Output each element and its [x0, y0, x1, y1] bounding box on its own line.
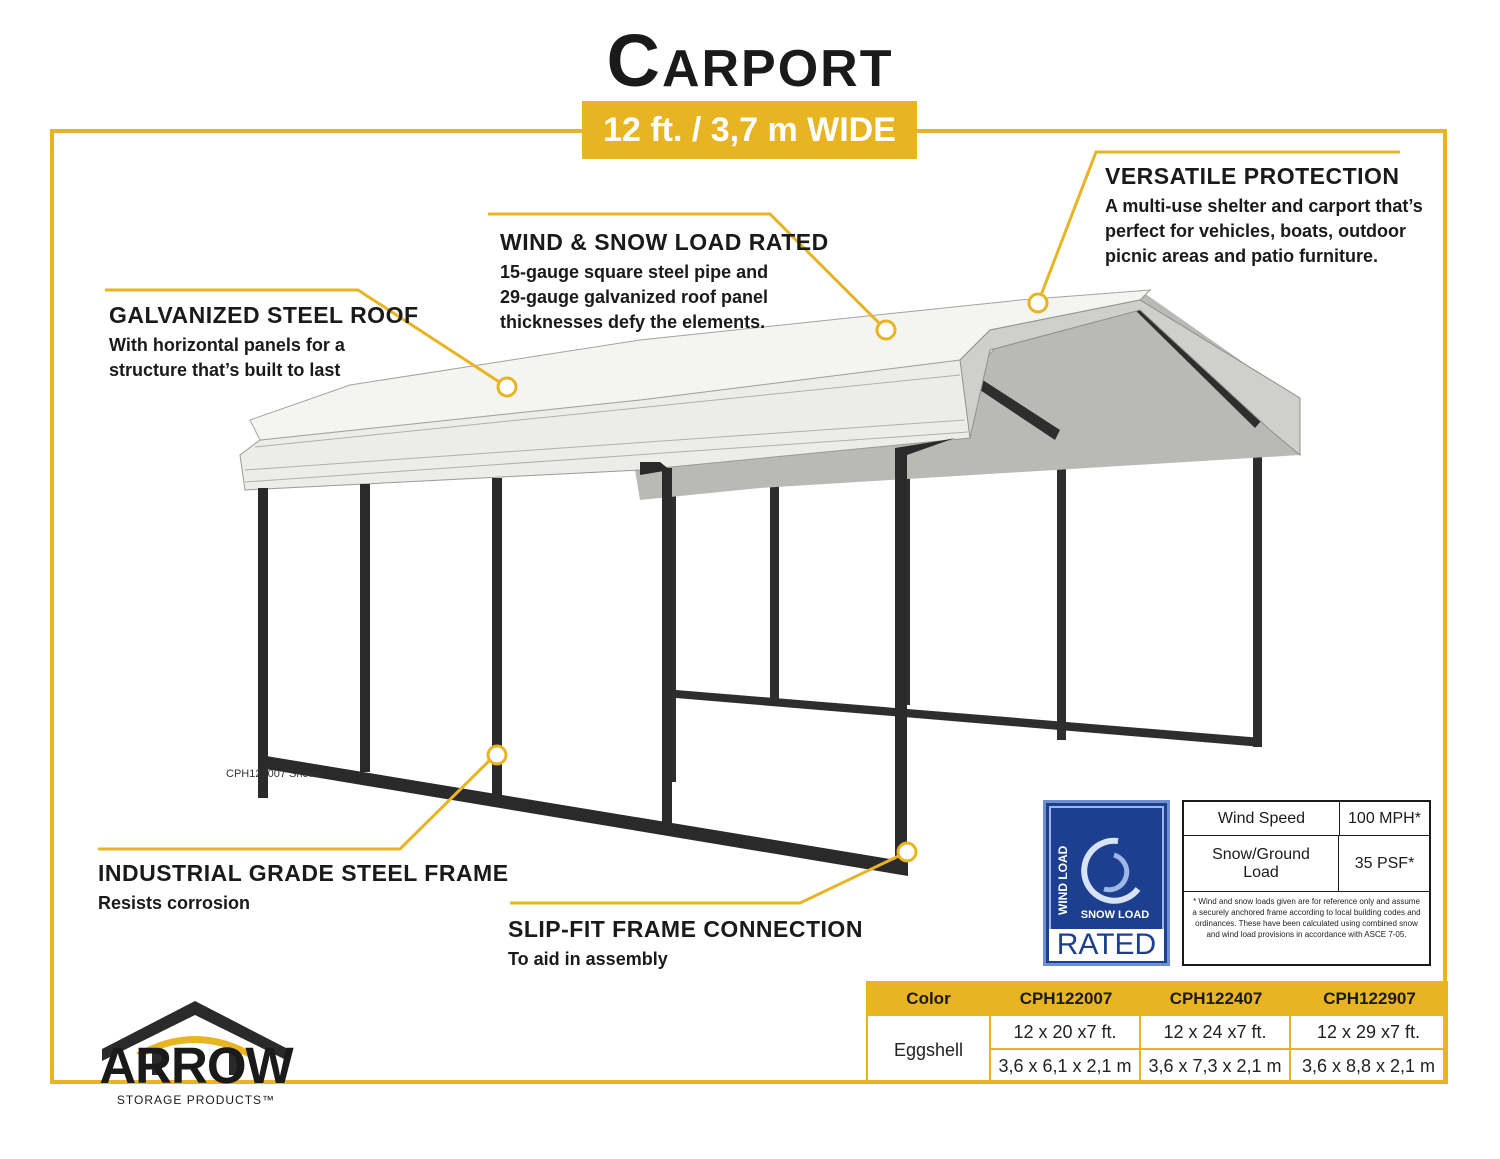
callout-roof-line: With horizontal panels for a	[109, 335, 345, 355]
header-color: Color	[906, 989, 951, 1008]
badge-wind-text: WIND LOAD	[1056, 845, 1070, 915]
imperial-size-2: 12 x 24 x7 ft.	[1141, 1016, 1291, 1050]
roof-top	[249, 289, 1152, 441]
callout-frame-title: INDUSTRIAL GRADE STEEL FRAME	[98, 860, 509, 886]
metric-size-2: 3,6 x 7,3 x 2,1 m	[1141, 1050, 1291, 1084]
callout-roof: GALVANIZED STEEL ROOF With horizontal pa…	[109, 302, 419, 383]
callout-frame: INDUSTRIAL GRADE STEEL FRAME Resists cor…	[98, 860, 509, 916]
badge-snow-text: SNOW LOAD	[1080, 909, 1150, 921]
callout-frame-line: Resists corrosion	[98, 893, 251, 913]
callout-slipfit-title: SLIP-FIT FRAME CONNECTION	[508, 916, 863, 942]
roof-corrugation	[244, 374, 969, 483]
callout-leaders	[98, 150, 1400, 905]
roof-end-gable	[959, 299, 1301, 457]
wind-speed-value: 100 MPH*	[1348, 809, 1421, 827]
arrow-house-logo-icon	[102, 1001, 288, 1075]
page-title: Carport	[606, 19, 894, 102]
metric-size-1: 3,6 x 6,1 x 2,1 m	[991, 1050, 1141, 1084]
front-frame	[258, 438, 955, 876]
rafters	[965, 300, 1262, 440]
size-table-header: Color CPH122007 CPH122407 CPH122907	[866, 981, 1448, 1016]
callout-wind-snow-line: 15-gauge square steel pipe and	[500, 262, 769, 282]
callout-versatile-line: picnic areas and patio furniture.	[1105, 246, 1379, 266]
size-table: Color CPH122007 CPH122407 CPH122907 Eggs…	[866, 981, 1448, 1084]
wind-snow-rated-badge: WIND LOAD SNOW LOAD RATED	[1043, 800, 1170, 966]
wind-snow-spec-table: Wind Speed 100 MPH* Snow/Ground Load 35 …	[1182, 800, 1431, 966]
snow-load-value: 35 PSF*	[1354, 854, 1415, 872]
metric-size-3: 3,6 x 8,8 x 2,1 m	[1291, 1050, 1448, 1084]
badge-rated-text: RATED	[1049, 929, 1164, 961]
callout-versatile-title: VERSATILE PROTECTION	[1105, 163, 1400, 189]
callout-versatile-line: perfect for vehicles, boats, outdoor	[1105, 221, 1407, 241]
table-row: Wind Speed 100 MPH*	[1184, 802, 1429, 836]
model-shown-note: CPH122007 Shown	[226, 768, 323, 780]
callout-slipfit: SLIP-FIT FRAME CONNECTION To aid in asse…	[508, 916, 863, 972]
brand-tagline: STORAGE PRODUCTS™	[116, 1093, 276, 1107]
width-badge: 12 ft. / 3,7 m WIDE	[582, 101, 917, 159]
callout-dots	[486, 292, 1049, 863]
brand-wordmark: ARROW	[99, 1037, 293, 1094]
snow-load-label: Snow/Ground Load	[1184, 836, 1339, 891]
callout-roof-line: structure that’s built to last	[109, 360, 341, 380]
color-cell: Eggshell	[866, 1016, 991, 1084]
callout-wind-snow-line: 29-gauge galvanized roof panel	[500, 287, 769, 307]
callout-roof-title: GALVANIZED STEEL ROOF	[109, 302, 419, 328]
callout-wind-snow-title: WIND & SNOW LOAD RATED	[500, 229, 829, 255]
imperial-size-3: 12 x 29 x7 ft.	[1291, 1016, 1448, 1050]
callout-wind-snow: WIND & SNOW LOAD RATED 15-gauge square s…	[500, 229, 829, 335]
callout-slipfit-line: To aid in assembly	[508, 949, 668, 969]
callout-versatile-line: A multi-use shelter and carport that’s	[1105, 196, 1423, 216]
header-model-3: CPH122907	[1323, 989, 1416, 1008]
load-disclaimer: * Wind and snow loads given are for refe…	[1192, 897, 1421, 939]
callout-wind-snow-line: thicknesses defy the elements.	[500, 312, 766, 332]
header-model-1: CPH122007	[1019, 989, 1113, 1008]
header-model-2: CPH122407	[1169, 989, 1263, 1008]
wind-speed-label: Wind Speed	[1184, 802, 1340, 835]
callout-versatile: VERSATILE PROTECTION A multi-use shelter…	[1105, 163, 1423, 269]
imperial-size-1: 12 x 20 x7 ft.	[991, 1016, 1141, 1050]
table-row: Snow/Ground Load 35 PSF*	[1184, 836, 1429, 892]
